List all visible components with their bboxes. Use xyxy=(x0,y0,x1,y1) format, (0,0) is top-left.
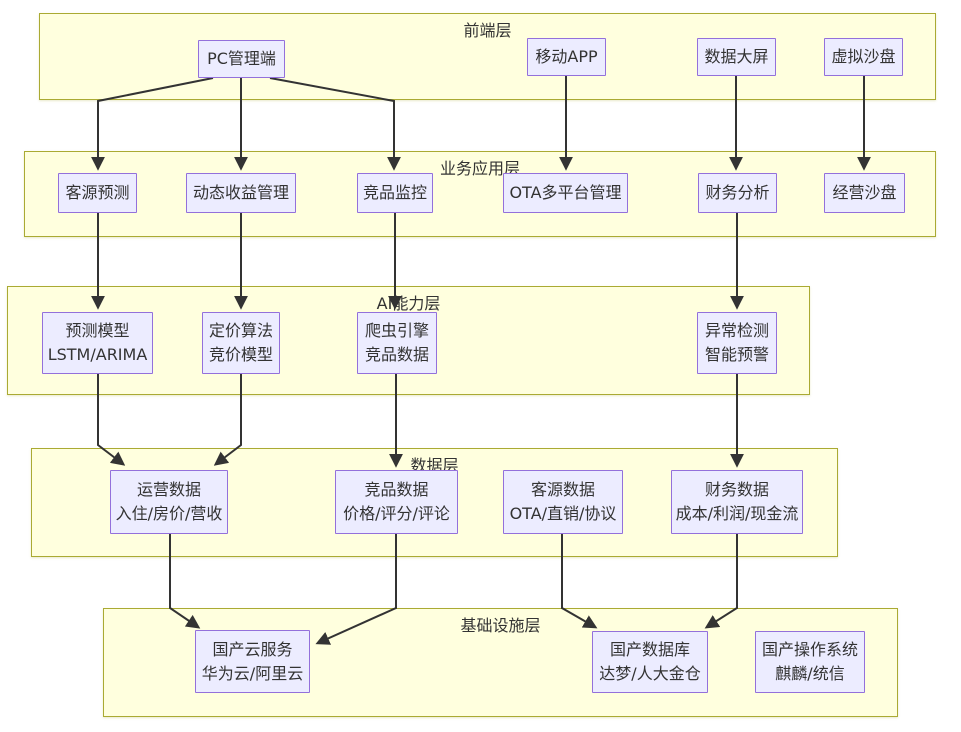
node-ota-mgmt: OTA多平台管理 xyxy=(503,173,628,213)
node-crawler-line1: 爬虫引擎 xyxy=(364,321,429,340)
node-guest-data-line2: OTA/直销/协议 xyxy=(509,504,617,523)
node-big-screen-label: 数据大屏 xyxy=(704,47,769,66)
node-finance-analysis: 财务分析 xyxy=(698,173,777,213)
node-anomaly-line2: 智能预警 xyxy=(704,345,769,364)
node-pc-label: PC管理端 xyxy=(207,49,276,68)
node-database-line2: 达梦/人大金仓 xyxy=(599,664,701,683)
node-os: 国产操作系统 麒麟/统信 xyxy=(755,631,865,693)
node-database-line1: 国产数据库 xyxy=(609,640,690,659)
node-finance-data-line1: 财务数据 xyxy=(704,480,769,499)
layer-frontend-label: 前端层 xyxy=(463,21,512,40)
node-guest-forecast: 客源预测 xyxy=(58,173,137,213)
node-business-sandbox-label: 经营沙盘 xyxy=(832,183,897,202)
node-virtual-sandbox: 虚拟沙盘 xyxy=(824,38,903,76)
layer-frontend: 前端层 xyxy=(39,13,936,100)
node-guest-data-line1: 客源数据 xyxy=(530,480,595,499)
node-os-line1: 国产操作系统 xyxy=(761,640,858,659)
node-business-sandbox: 经营沙盘 xyxy=(824,173,905,213)
node-pricing-algo: 定价算法 竞价模型 xyxy=(202,312,280,374)
node-crawler: 爬虫引擎 竞品数据 xyxy=(357,312,437,374)
node-forecast-model-line1: 预测模型 xyxy=(65,321,130,340)
node-cloud-line1: 国产云服务 xyxy=(212,639,293,659)
layer-business: 业务应用层 xyxy=(24,151,936,237)
node-competitor-monitor-label: 竞品监控 xyxy=(362,183,427,202)
node-anomaly-line1: 异常检测 xyxy=(704,321,769,340)
node-competitor-data-line1: 竞品数据 xyxy=(364,480,429,499)
node-finance-data: 财务数据 成本/利润/现金流 xyxy=(671,470,803,534)
node-guest-forecast-label: 客源预测 xyxy=(65,183,130,202)
node-cloud-line2: 华为云/阿里云 xyxy=(201,663,304,683)
layer-business-label: 业务应用层 xyxy=(439,159,520,178)
node-cloud: 国产云服务 华为云/阿里云 xyxy=(195,630,310,693)
node-mobile-app-label: 移动APP xyxy=(535,47,598,66)
node-op-data-line1: 运营数据 xyxy=(136,480,201,499)
node-anomaly: 异常检测 智能预警 xyxy=(697,312,777,374)
node-database: 国产数据库 达梦/人大金仓 xyxy=(592,631,708,693)
node-competitor-data: 竞品数据 价格/评分/评论 xyxy=(335,470,458,534)
node-virtual-sandbox-label: 虚拟沙盘 xyxy=(831,47,896,66)
node-revenue-mgmt: 动态收益管理 xyxy=(186,173,296,213)
node-forecast-model-line2: LSTM/ARIMA xyxy=(47,345,148,364)
node-ota-mgmt-label: OTA多平台管理 xyxy=(509,183,622,202)
node-revenue-mgmt-label: 动态收益管理 xyxy=(192,183,289,202)
node-guest-data: 客源数据 OTA/直销/协议 xyxy=(503,470,623,534)
node-finance-data-line2: 成本/利润/现金流 xyxy=(675,504,799,523)
node-os-line2: 麒麟/统信 xyxy=(775,664,845,683)
node-competitor-data-line2: 价格/评分/评论 xyxy=(343,504,450,523)
layer-ai-label: AI能力层 xyxy=(376,294,441,313)
node-pc: PC管理端 xyxy=(198,40,285,78)
node-pricing-algo-line1: 定价算法 xyxy=(208,321,273,340)
node-crawler-line2: 竞品数据 xyxy=(364,345,429,364)
node-mobile-app: 移动APP xyxy=(527,38,606,76)
node-pricing-algo-line2: 竞价模型 xyxy=(208,345,273,364)
node-big-screen: 数据大屏 xyxy=(697,38,776,76)
node-op-data: 运营数据 入住/房价/营收 xyxy=(110,470,228,534)
node-op-data-line2: 入住/房价/营收 xyxy=(115,504,223,523)
node-competitor-monitor: 竞品监控 xyxy=(357,173,433,213)
node-forecast-model: 预测模型 LSTM/ARIMA xyxy=(42,312,153,374)
node-finance-analysis-label: 财务分析 xyxy=(705,183,770,202)
